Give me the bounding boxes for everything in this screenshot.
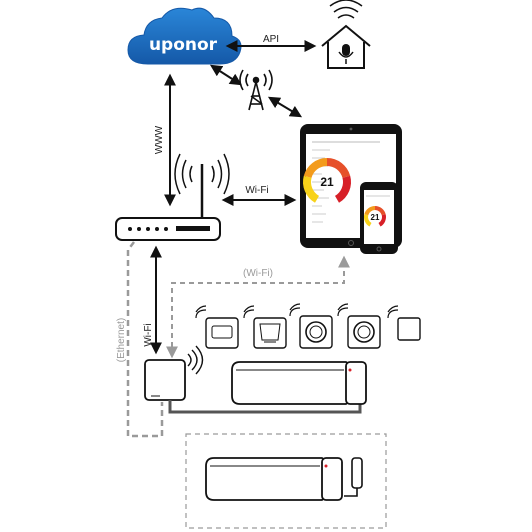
- thermostat-icon: [337, 303, 381, 349]
- cell-tower-icon: [239, 69, 273, 111]
- wifi-vertical-label: Wi-Fi: [143, 323, 154, 346]
- smartphone-icon: 21: [360, 182, 398, 254]
- gauge-segment: [364, 206, 376, 216]
- controller-icon: [205, 457, 343, 501]
- router-icon: [115, 153, 230, 241]
- gauge-segment: [303, 158, 328, 179]
- wifi-optional-label: (Wi-Fi): [243, 268, 273, 279]
- ethernet-label: (Ethernet): [116, 318, 127, 362]
- ethernet-dashed-line: [126, 241, 164, 438]
- phone-reading: 21: [371, 213, 380, 222]
- thermostat-icon: [243, 305, 287, 349]
- gauge-segment: [326, 158, 351, 179]
- smart-home-icon: [321, 0, 371, 69]
- www-label: WWW: [154, 125, 165, 154]
- thermostat-icon: [387, 305, 421, 341]
- tower-tablet-arrow: [267, 96, 303, 118]
- extension-module-frame: [185, 433, 387, 529]
- bus-cable: [168, 400, 362, 414]
- wireless-signal-icon: [344, 457, 363, 497]
- gauge-segment: [374, 206, 386, 216]
- gauge-segment: [303, 175, 320, 203]
- cloud-icon: uponor: [127, 7, 242, 65]
- thermostat-icon: [289, 303, 333, 349]
- thermostat-icon: [195, 305, 239, 349]
- api-label: API: [263, 34, 279, 45]
- gauge-segment: [378, 214, 386, 227]
- brand-name: uponor: [149, 35, 218, 55]
- cloud-tower-arrow: [209, 64, 243, 86]
- phone-gauge: [364, 206, 386, 227]
- gateway-icon: [144, 345, 204, 401]
- wifi-optional-dashed-line: [166, 255, 350, 359]
- tablet-gauge: [303, 158, 351, 203]
- wifi-label: Wi-Fi: [245, 185, 268, 196]
- tablet-reading: 21: [320, 175, 334, 189]
- controller-icon: [231, 361, 367, 405]
- gauge-segment: [364, 214, 372, 227]
- gauge-segment: [334, 175, 351, 203]
